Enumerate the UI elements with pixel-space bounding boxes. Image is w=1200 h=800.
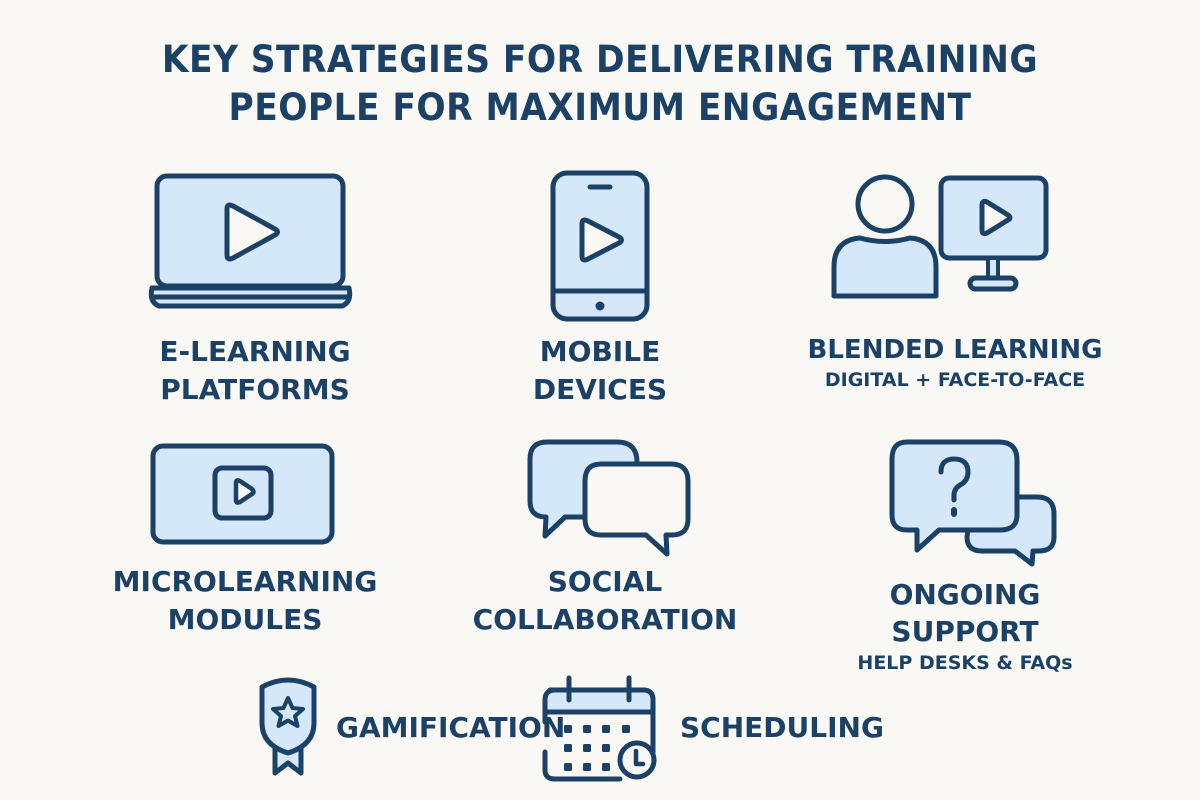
label-line-2: SUPPORT	[891, 615, 1039, 648]
strategy-label-social-collaboration: SOCIAL COLLABORATION	[455, 563, 755, 639]
label-line-1: E-LEARNING	[159, 335, 351, 368]
page-title: KEY STRATEGIES FOR DELIVERING TRAINING P…	[42, 36, 1158, 132]
smartphone-play-icon	[550, 170, 650, 326]
calendar-clock-icon	[540, 672, 665, 788]
label-line-2: PLATFORMS	[160, 373, 350, 406]
label-line-1: MOBILE	[539, 335, 661, 368]
label-line-2: COLLABORATION	[472, 603, 738, 636]
label-line-2: DEVICES	[532, 373, 668, 406]
label-line-1: ONGOING	[889, 578, 1041, 611]
label-subtitle: DIGITAL + FACE-TO-FACE	[824, 369, 1086, 391]
chat-bubbles-icon	[525, 437, 695, 566]
strategy-label-microlearning: MICROLEARNING MODULES	[95, 563, 395, 639]
person-monitor-icon	[830, 172, 1050, 306]
label-line-1: MICROLEARNING	[112, 565, 378, 598]
label-line-1: SOCIAL	[547, 565, 663, 598]
strategy-label-scheduling: SCHEDULING	[680, 709, 910, 747]
question-bubbles-icon	[887, 437, 1062, 571]
label-line-1: SCHEDULING	[680, 711, 884, 744]
label-line-1: BLENDED LEARNING	[807, 335, 1103, 365]
strategy-label-blended-learning: BLENDED LEARNING DIGITAL + FACE-TO-FACE	[770, 333, 1140, 393]
strategy-label-ongoing-support: ONGOING SUPPORT HELP DESKS & FAQs	[810, 576, 1120, 676]
label-subtitle: HELP DESKS & FAQs	[857, 652, 1073, 674]
label-line-1: GAMIFICATION	[336, 711, 566, 744]
label-line-2: MODULES	[167, 603, 323, 636]
badge-star-icon	[258, 675, 318, 781]
title-line-2: PEOPLE FOR MAXIMUM ENGAGEMENT	[228, 86, 972, 129]
strategy-label-mobile: MOBILE DEVICES	[450, 333, 750, 409]
video-module-icon	[150, 443, 335, 549]
strategy-label-gamification: GAMIFICATION	[336, 709, 566, 747]
laptop-play-icon	[148, 172, 353, 316]
strategy-label-e-learning: E-LEARNING PLATFORMS	[100, 333, 410, 409]
title-line-1: KEY STRATEGIES FOR DELIVERING TRAINING	[161, 38, 1039, 81]
